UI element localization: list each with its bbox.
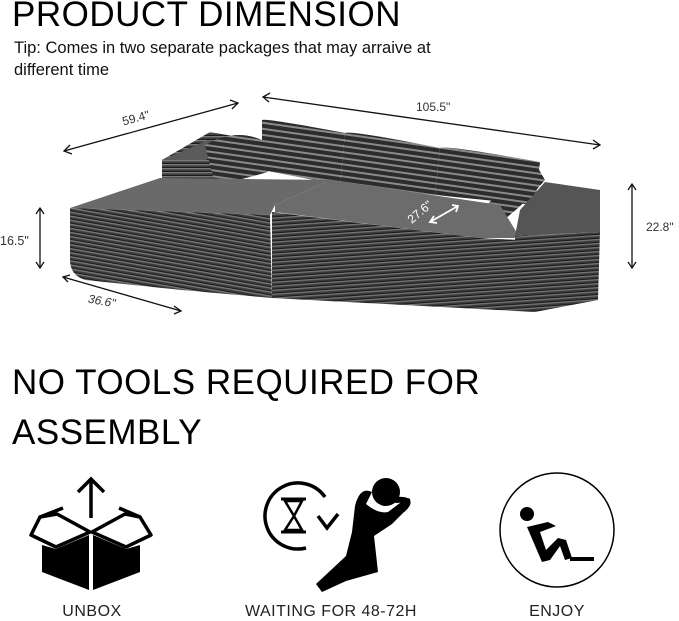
back-cushion-2	[340, 132, 440, 195]
sofa-right-arm	[515, 182, 600, 236]
main-seat	[275, 180, 520, 238]
section-title-no-tools: NO TOOLS REQUIRED FOR ASSEMBLY	[12, 358, 480, 458]
title-line-2: ASSEMBLY	[12, 413, 203, 452]
tip-line-1: Tip: Comes in two separate packages that…	[14, 39, 431, 57]
chaise-seat	[70, 178, 330, 215]
dimension-total-width: 105.5"	[416, 100, 451, 114]
throw-pillow-left	[205, 135, 268, 185]
back-cushion-1	[262, 119, 345, 185]
sitting-person-icon	[499, 472, 615, 588]
dimension-back-height: 22.8"	[646, 220, 674, 234]
title-line-1: NO TOOLS REQUIRED FOR	[12, 363, 481, 402]
shipping-tip: Tip: Comes in two separate packages that…	[14, 37, 514, 81]
dimension-seat-height: 16.5"	[0, 234, 29, 248]
tip-line-2: different time	[14, 61, 110, 79]
seat-depth-arrow	[428, 204, 460, 224]
step-label-enjoy: ENJOY	[529, 603, 585, 620]
sofa-illustration	[35, 92, 637, 315]
main-front	[272, 212, 535, 312]
step-label-unbox: UNBOX	[62, 603, 122, 620]
waiting-relax-icon	[263, 478, 411, 592]
chaise-front	[70, 208, 272, 298]
step-label-waiting: WAITING FOR 48-72H	[245, 603, 417, 620]
open-box-icon	[29, 476, 153, 590]
section-title-product-dimension: PRODUCT DIMENSION	[12, 0, 401, 34]
dimension-arrows	[35, 92, 637, 315]
